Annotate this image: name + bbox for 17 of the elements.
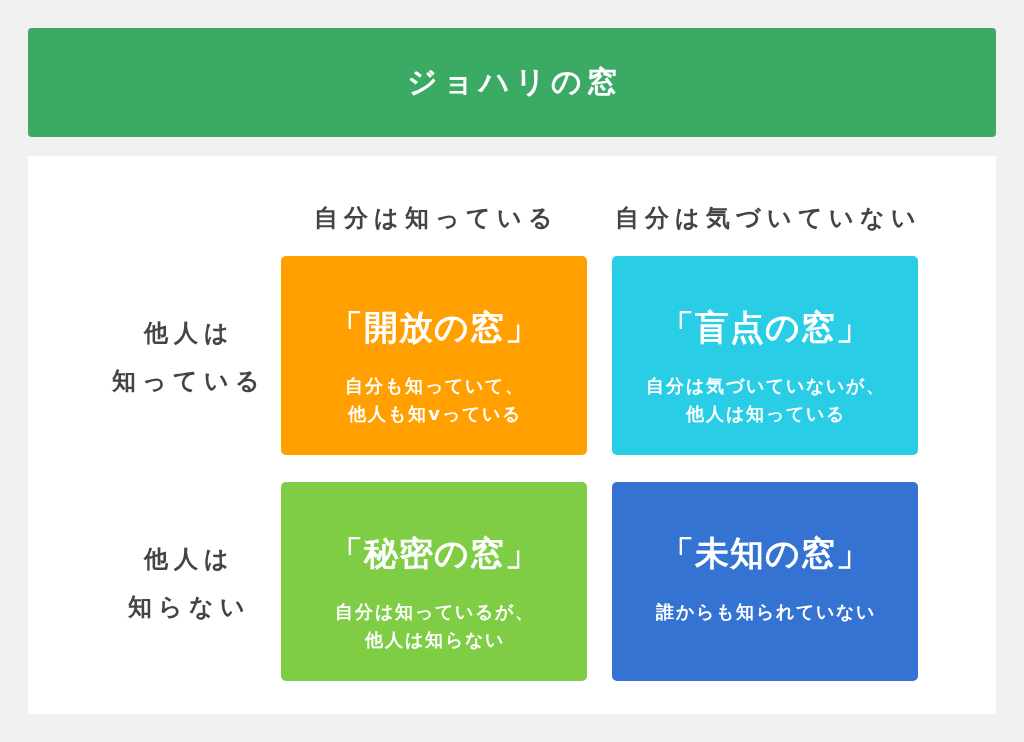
quadrant-card [281,482,587,681]
title-banner: ジョハリの窓 [28,28,996,137]
quadrant-card [281,256,587,455]
card-description: 自分は気づいていないが、他人は知っている [645,374,886,426]
column-header: 自分は知っている [312,203,559,234]
card-heading: 「開放の窓」 [328,306,540,349]
row-header: 他人は知らない [126,544,251,623]
card-heading: 「盲点の窓」 [659,306,871,349]
card-description: 自分は知っているが、他人は知らない [334,600,535,652]
quadrant-card [612,256,918,455]
row-header: 他人は知っている [111,318,266,397]
card-description: 誰からも知られていない [655,600,876,624]
card-heading: 「秘密の窓」 [328,532,540,575]
column-header: 自分は気づいていない [613,203,922,234]
card-heading: 「未知の窓」 [659,532,871,575]
card-description: 自分も知っていて、他人も知vっている [344,374,525,426]
quadrant-card [612,482,918,681]
